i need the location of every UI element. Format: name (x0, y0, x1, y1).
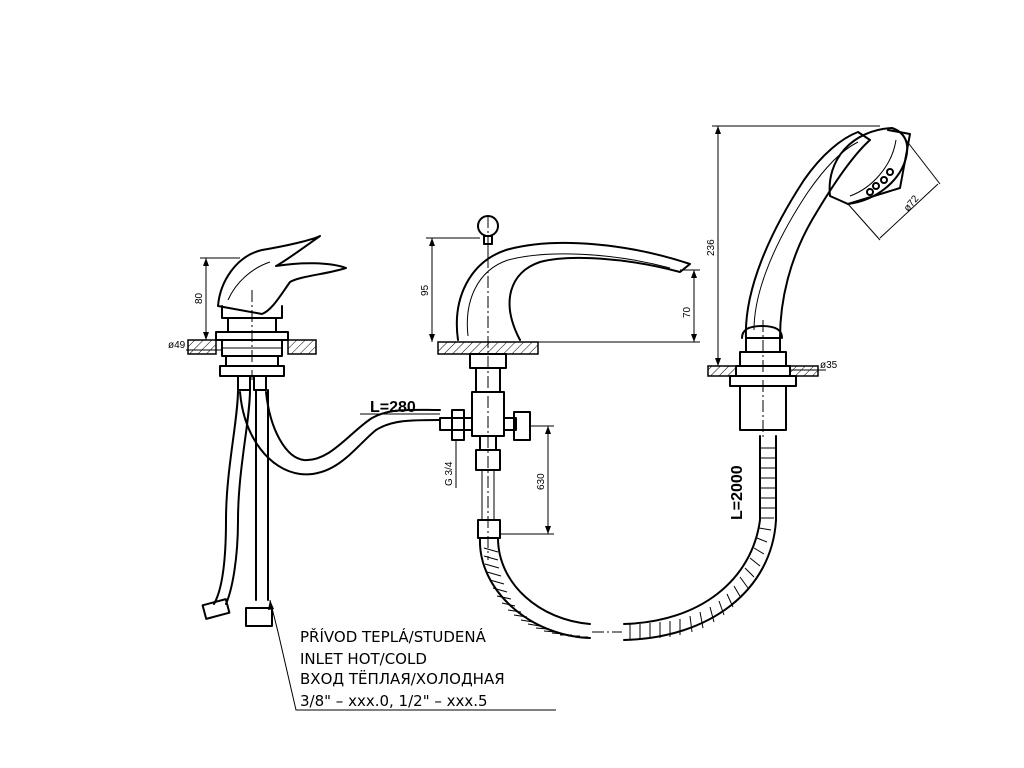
inlet-note: PŘÍVOD TEPLÁ/STUDENÁ INLET HOT/COLD ВХОД… (268, 599, 556, 711)
hose-length-left-label: L=280 (370, 399, 416, 416)
shower-height-label: 236 (706, 239, 717, 256)
shower-base-diameter-label: ø35 (820, 360, 838, 371)
left-supply-hoses: L=280 (201, 375, 441, 627)
left-mixer: 80 ø49 (168, 235, 347, 380)
shower-hose: L=2000 (478, 435, 777, 641)
basin-diameter-label: ø49 (168, 340, 186, 351)
hand-shower: 236 ø72 ø35 (706, 125, 941, 440)
note-line-4: 3/8" – xxx.0, 1/2" – xxx.5 (300, 692, 488, 710)
hose-length-right-label: L=2000 (729, 465, 746, 520)
spout-height-label: 95 (420, 284, 431, 296)
note-line-2: INLET HOT/COLD (300, 650, 427, 668)
shower-head-diameter-label: ø72 (902, 193, 922, 214)
center-spout: 95 70 (420, 215, 700, 560)
note-line-1: PŘÍVOD TEPLÁ/STUDENÁ (300, 627, 487, 646)
center-valve-body: G 3/4 630 (439, 353, 554, 539)
thread-label: G 3/4 (444, 461, 455, 486)
note-line-3: ВХОД ТЁПЛАЯ/ХОЛОДНАЯ (300, 669, 505, 688)
drop-label: 630 (536, 473, 547, 490)
basin-height-label: 80 (194, 292, 205, 304)
spout-outlet-height-label: 70 (682, 306, 693, 318)
